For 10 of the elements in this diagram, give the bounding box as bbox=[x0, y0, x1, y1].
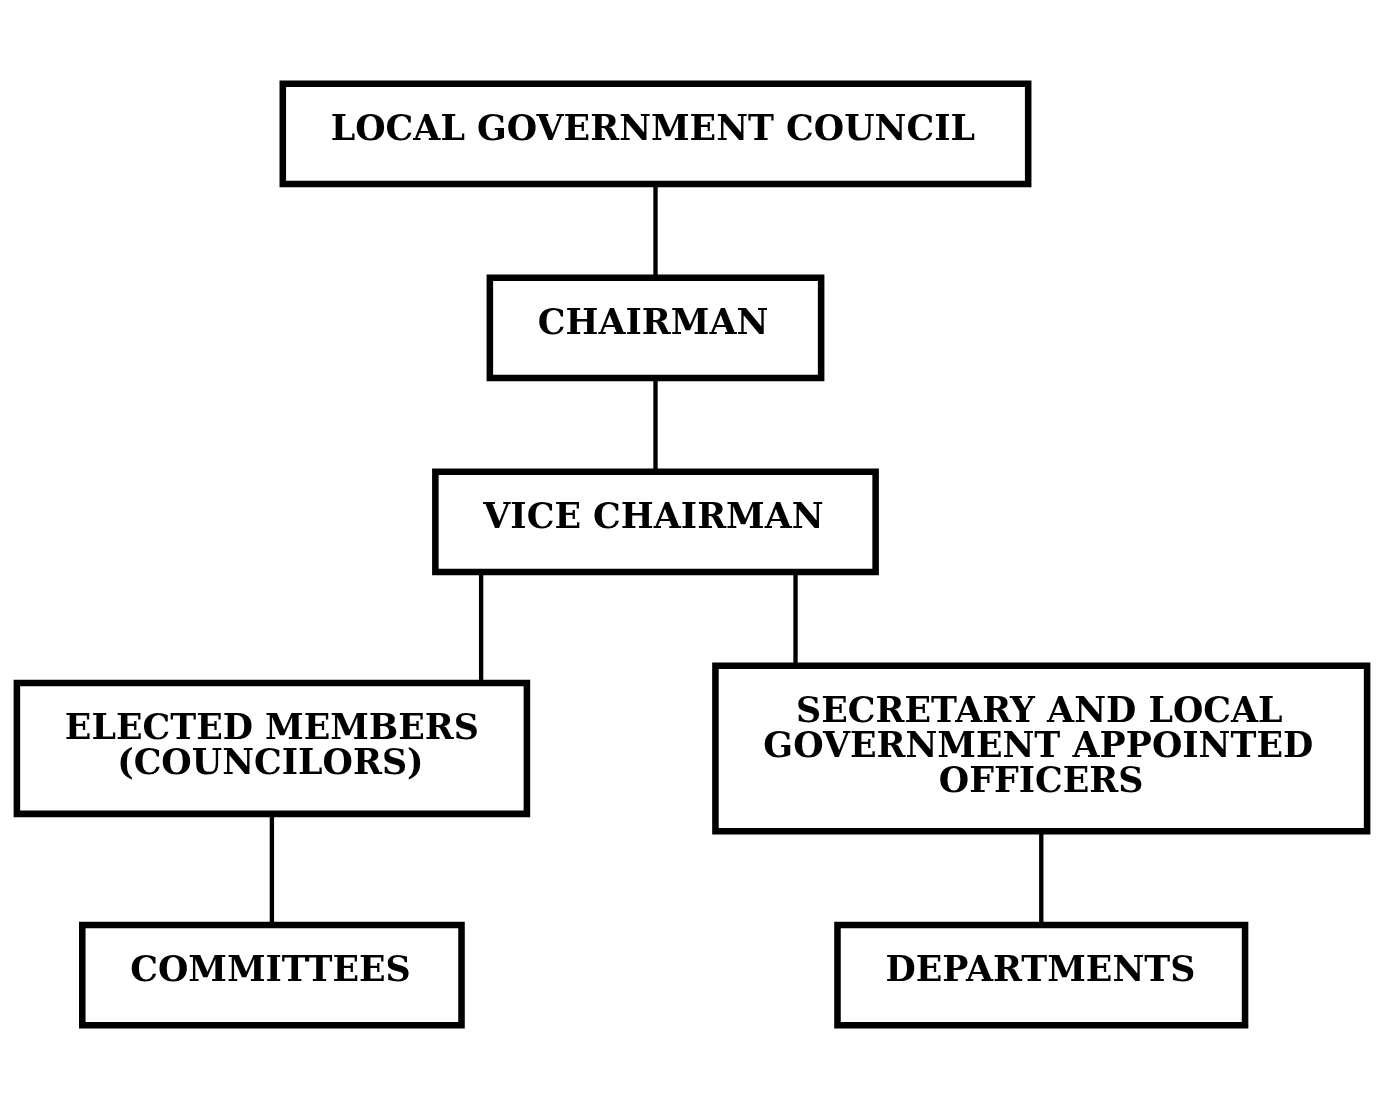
node-box: CHAIRMAN bbox=[486, 273, 825, 381]
node-box: VICE CHAIRMAN bbox=[432, 467, 879, 575]
connector bbox=[653, 184, 658, 277]
connector bbox=[1039, 831, 1044, 925]
node-box: SECRETARY AND LOCAL GOVERNMENT APPOINTED OFFICERS bbox=[712, 661, 1371, 835]
node-box: ELECTED MEMBERS (COUNCILORS) bbox=[13, 679, 531, 817]
node-box: DEPARTMENTS bbox=[834, 921, 1249, 1029]
connector bbox=[653, 378, 658, 471]
node-box: LOCAL GOVERNMENT COUNCIL bbox=[279, 79, 1032, 187]
node-box: COMMITTEES bbox=[79, 921, 465, 1029]
